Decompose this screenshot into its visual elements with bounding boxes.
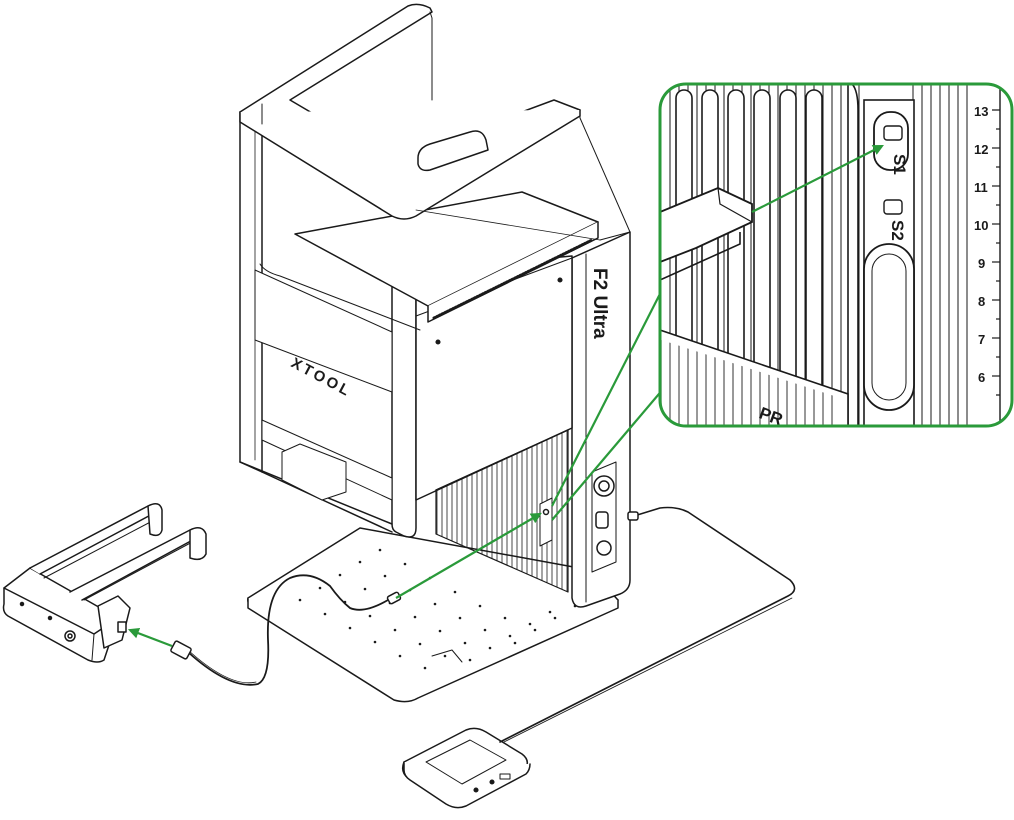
key-switch[interactable] — [595, 511, 609, 529]
oval-slot — [863, 243, 915, 411]
ruler-12: 12 — [974, 142, 988, 157]
arrow-to-rotary — [127, 627, 173, 648]
zoom-callout: S1 S2 13 12 11 10 9 8 7 6 — [658, 82, 1014, 430]
base-plate-holes — [298, 548, 577, 670]
connection-arrows — [127, 285, 665, 648]
callout-leader-lower — [551, 387, 665, 521]
connection-cable — [170, 506, 796, 743]
ruler-7: 7 — [978, 332, 985, 347]
model-label: F2 Ultra — [589, 268, 610, 339]
callout-leader-upper — [551, 285, 665, 507]
port-label-s2: S2 — [888, 220, 907, 241]
ruler-8: 8 — [978, 294, 985, 309]
callout-plug — [660, 187, 753, 281]
ruler-11: 11 — [974, 180, 988, 195]
rotary-attachment — [2, 503, 207, 663]
rear-column — [571, 231, 631, 608]
ruler-9: 9 — [978, 256, 985, 271]
edge-text: PR — [757, 404, 786, 430]
scale-ruler: 13 12 11 10 9 8 7 6 — [968, 84, 1012, 426]
rear-port — [539, 497, 553, 547]
ruler-13: 13 — [974, 104, 988, 119]
port-s2-opening — [883, 199, 903, 215]
ruler-10: 10 — [974, 218, 988, 233]
arrow-to-s1 — [751, 145, 884, 213]
arrow-to-port — [395, 512, 542, 599]
port-label-s1: S1 — [890, 154, 909, 175]
laser-enclosure — [239, 102, 599, 593]
callout-frame — [658, 82, 1014, 428]
ruler-6: 6 — [978, 370, 985, 385]
top-lid — [239, 3, 631, 241]
foot-pedal — [401, 727, 531, 809]
emergency-button[interactable] — [596, 540, 612, 556]
rotary-plug — [170, 640, 192, 660]
